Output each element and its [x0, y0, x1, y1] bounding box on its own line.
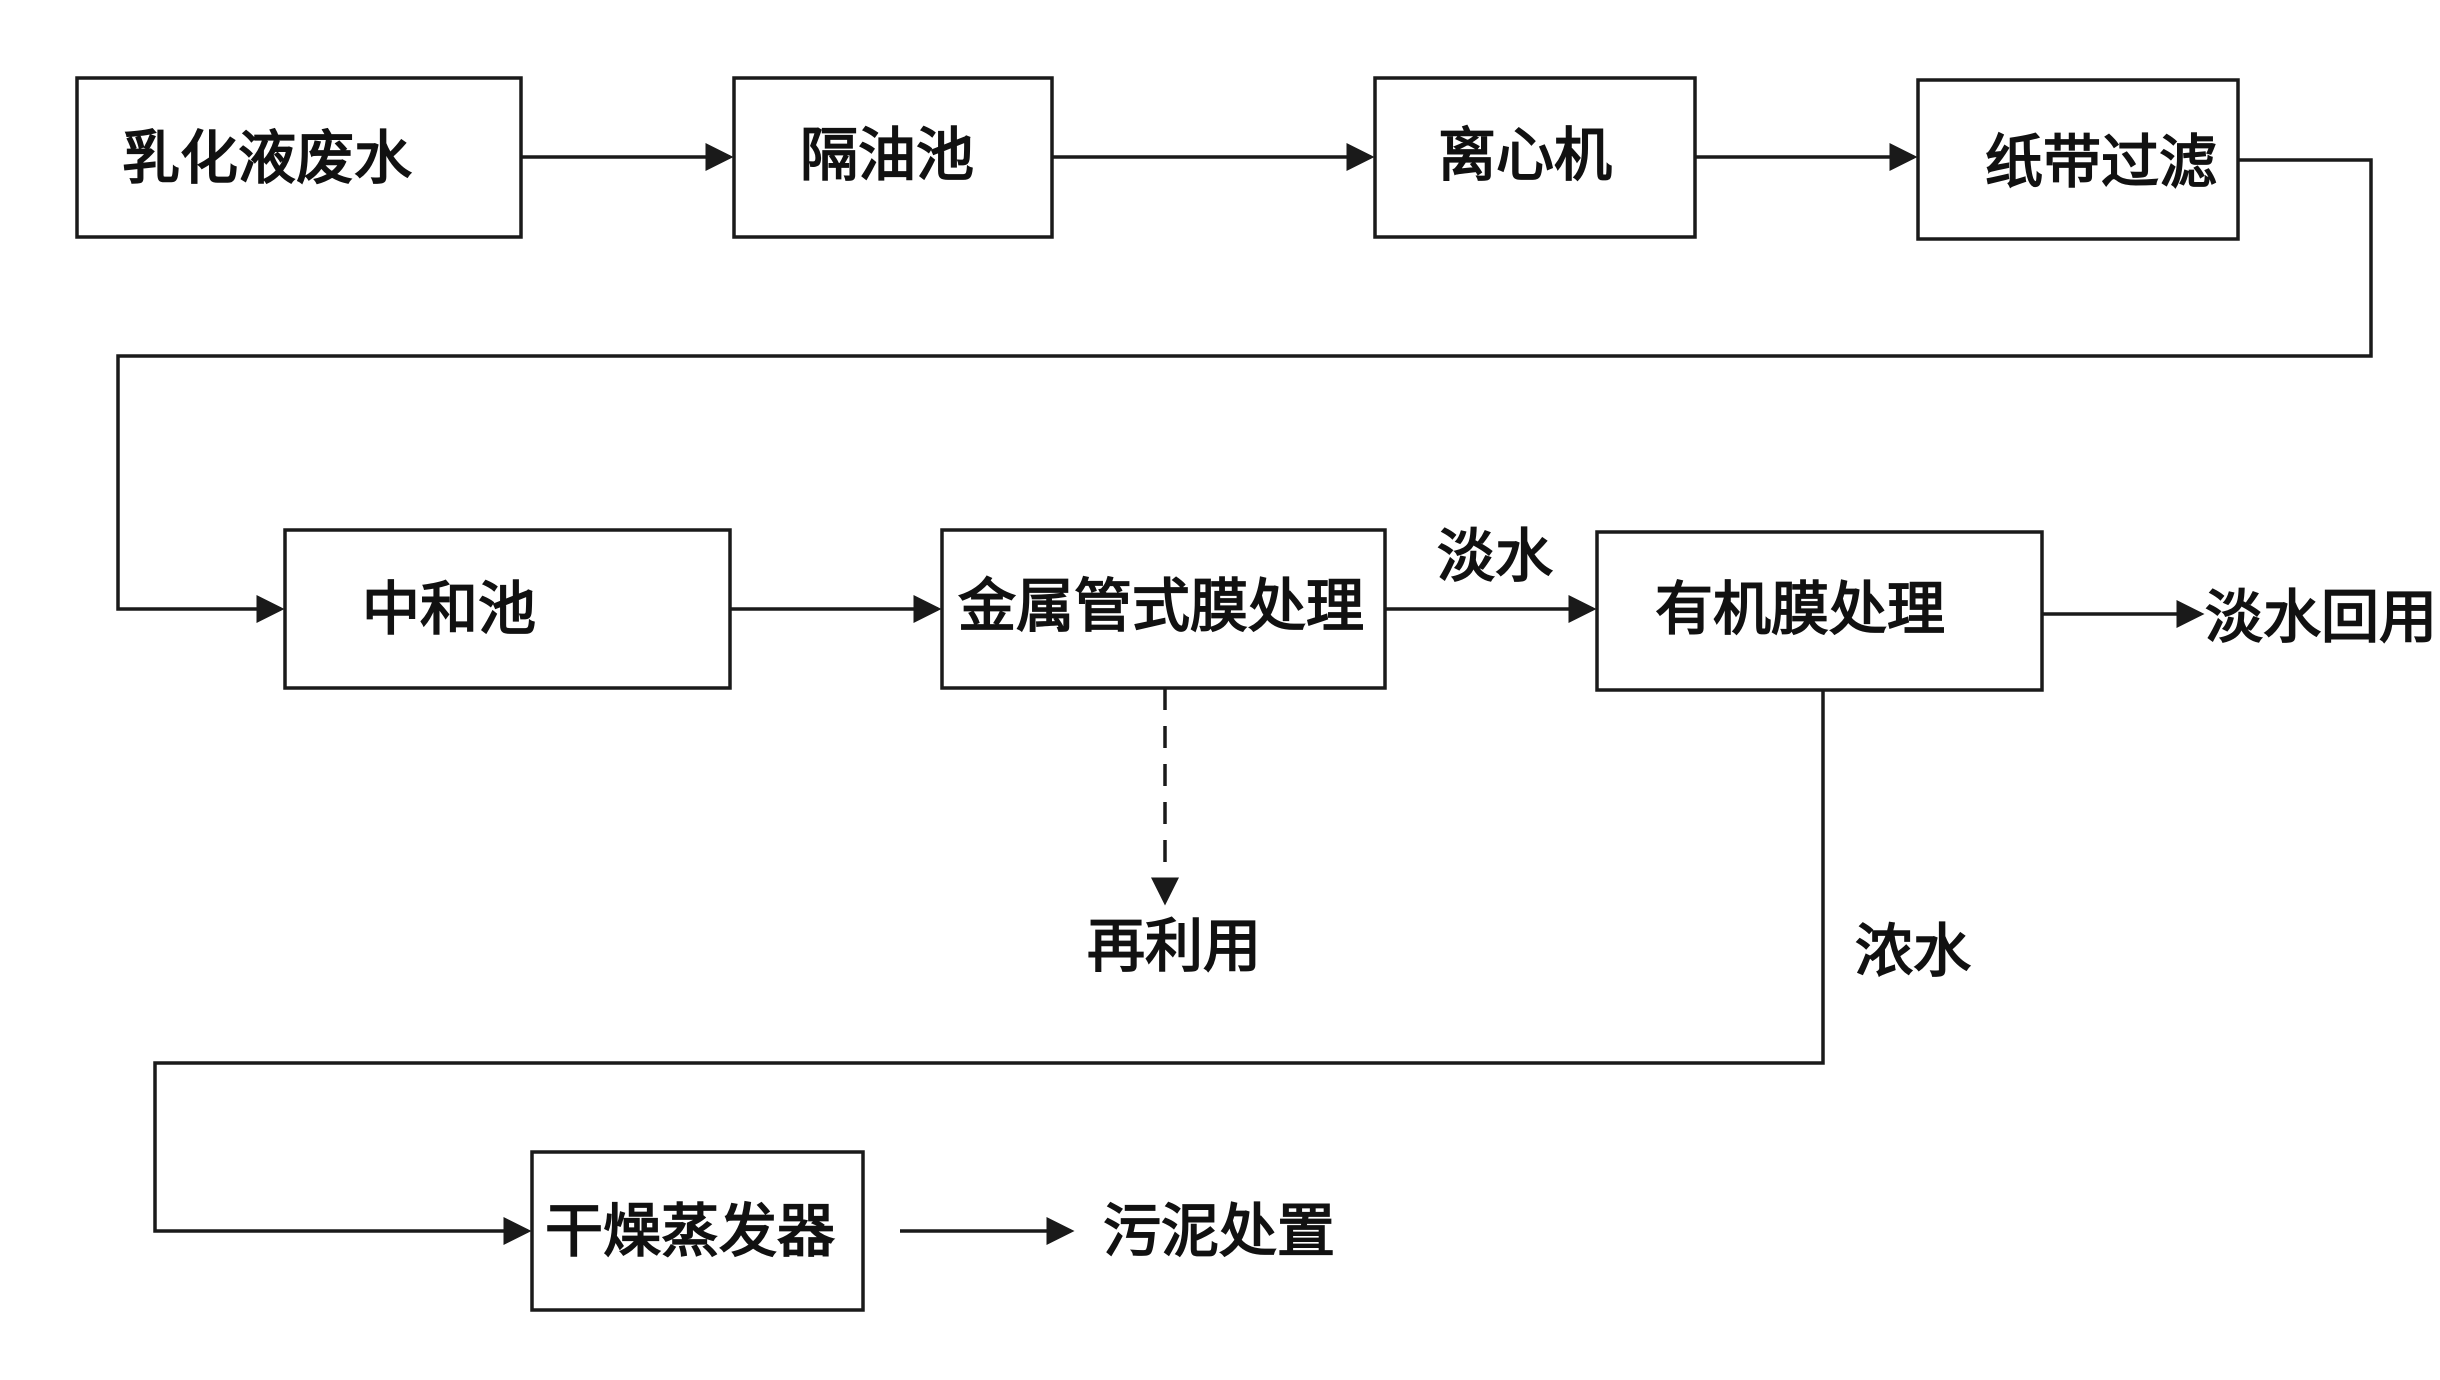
label-concentrate: 浓水: [1855, 917, 1972, 985]
box-metal-tubular-membrane: 金属管式膜处理: [940, 528, 1387, 690]
label-fresh-water: 淡水: [1437, 522, 1554, 590]
box-metal-tubular-membrane-label: 金属管式膜处理: [958, 572, 1364, 640]
box-oil-separation-tank: 隔油池: [732, 76, 1054, 239]
box-centrifuge: 离心机: [1373, 76, 1697, 239]
box-paper-belt-filtration-label: 纸带过滤: [1985, 128, 2217, 196]
box-centrifuge-label: 离心机: [1438, 121, 1612, 189]
box-organic-membrane-label: 有机膜处理: [1655, 575, 1945, 643]
label-sludge-disposal: 污泥处置: [1103, 1197, 1335, 1265]
box-neutralization-tank: 中和池: [283, 528, 732, 690]
box-neutralization-tank-label: 中和池: [362, 575, 536, 643]
label-fresh-water-reuse: 淡水回用: [2205, 583, 2437, 651]
box-drying-evaporator-label: 干燥蒸发器: [545, 1197, 836, 1265]
box-emulsion-wastewater: 乳化液废水: [75, 76, 523, 239]
box-drying-evaporator: 干燥蒸发器: [530, 1150, 865, 1312]
box-organic-membrane: 有机膜处理: [1595, 530, 2044, 692]
arrow-filtration-to-neutralization: [116, 158, 2373, 623]
arrow-organic-membrane-to-evaporator: [153, 690, 1825, 1245]
box-paper-belt-filtration: 纸带过滤: [1916, 78, 2240, 241]
box-emulsion-wastewater-label: 乳化液废水: [122, 124, 413, 192]
label-reuse: 再利用: [1087, 912, 1261, 980]
box-oil-separation-tank-label: 隔油池: [800, 121, 974, 189]
